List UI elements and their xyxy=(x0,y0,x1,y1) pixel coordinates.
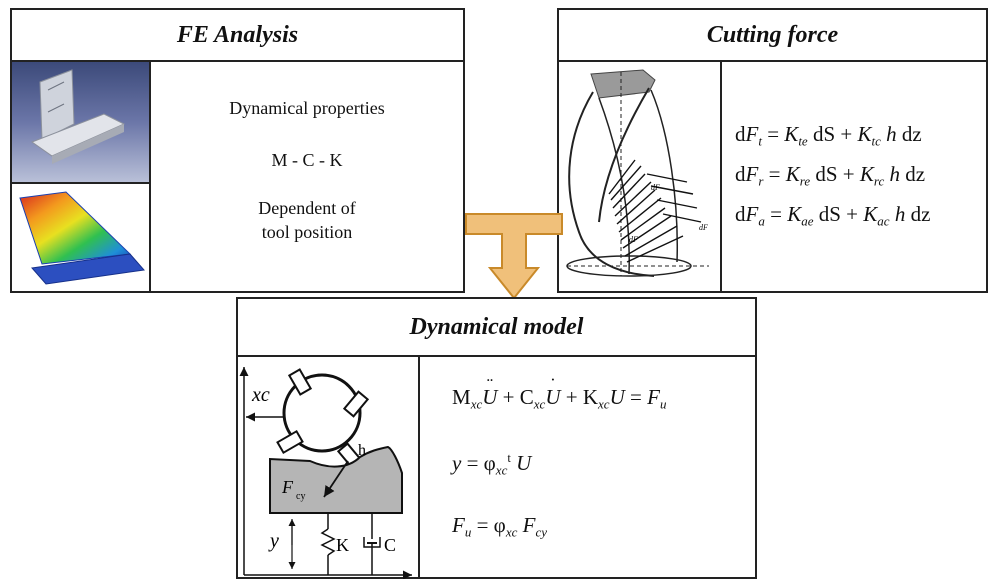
label-y: y xyxy=(268,530,279,552)
dynamical-model-divider xyxy=(418,355,420,577)
label-C: C xyxy=(384,535,396,555)
label-F: F xyxy=(281,477,294,497)
dynamical-model-title: Dynamical model xyxy=(238,299,755,357)
fe-tool-position: tool position xyxy=(261,222,353,242)
fe-analysis-divider xyxy=(149,60,151,291)
dynamical-eq-y: y = φxct U xyxy=(452,451,532,478)
cutting-force-eq-t: dFt = Kte dS + Ktc h dz xyxy=(735,122,922,149)
helical-tool-sketch: dF dF dF xyxy=(566,69,709,277)
fe-analysis-title: FE Analysis xyxy=(12,10,463,62)
fe-dependent-of: Dependent of xyxy=(258,198,356,218)
flow-arrow-icon xyxy=(465,213,563,300)
cutting-force-divider xyxy=(720,60,722,291)
dynamical-model-panel: Dynamical model xc h F cy xyxy=(236,297,757,579)
fig-dFa: dF xyxy=(651,183,660,192)
fe-dynamical-properties: Dynamical properties xyxy=(229,98,385,118)
fe-part-image xyxy=(12,62,149,182)
label-K: K xyxy=(336,535,349,555)
tool-workpiece-sketch: xc h F cy K C y xyxy=(239,367,412,579)
fig-dFt: dF xyxy=(629,235,638,244)
label-F-sub: cy xyxy=(296,491,305,502)
fe-mode-shape-image xyxy=(12,184,149,291)
cutting-force-eq-r: dFr = Kre dS + Krc h dz xyxy=(735,162,926,189)
label-h: h xyxy=(358,442,366,459)
label-xc: xc xyxy=(251,384,270,406)
cutting-force-eq-a: dFa = Kae dS + Kac h dz xyxy=(735,202,931,229)
dynamical-eq-force: Fu = φxc Fcy xyxy=(452,513,548,540)
cutting-force-panel: Cutting force dF dF dF dFt = Kte dS + Kt… xyxy=(557,8,988,293)
fe-mck: M - C - K xyxy=(271,150,343,170)
fe-images-separator xyxy=(12,182,149,184)
cutting-force-title: Cutting force xyxy=(559,10,986,62)
fig-dFr: dF xyxy=(699,223,708,232)
fe-analysis-panel: FE Analysis xyxy=(10,8,465,293)
dynamical-eq-motion: MxcU¨ + CxcU˙ + KxcU = Fu xyxy=(452,374,667,412)
